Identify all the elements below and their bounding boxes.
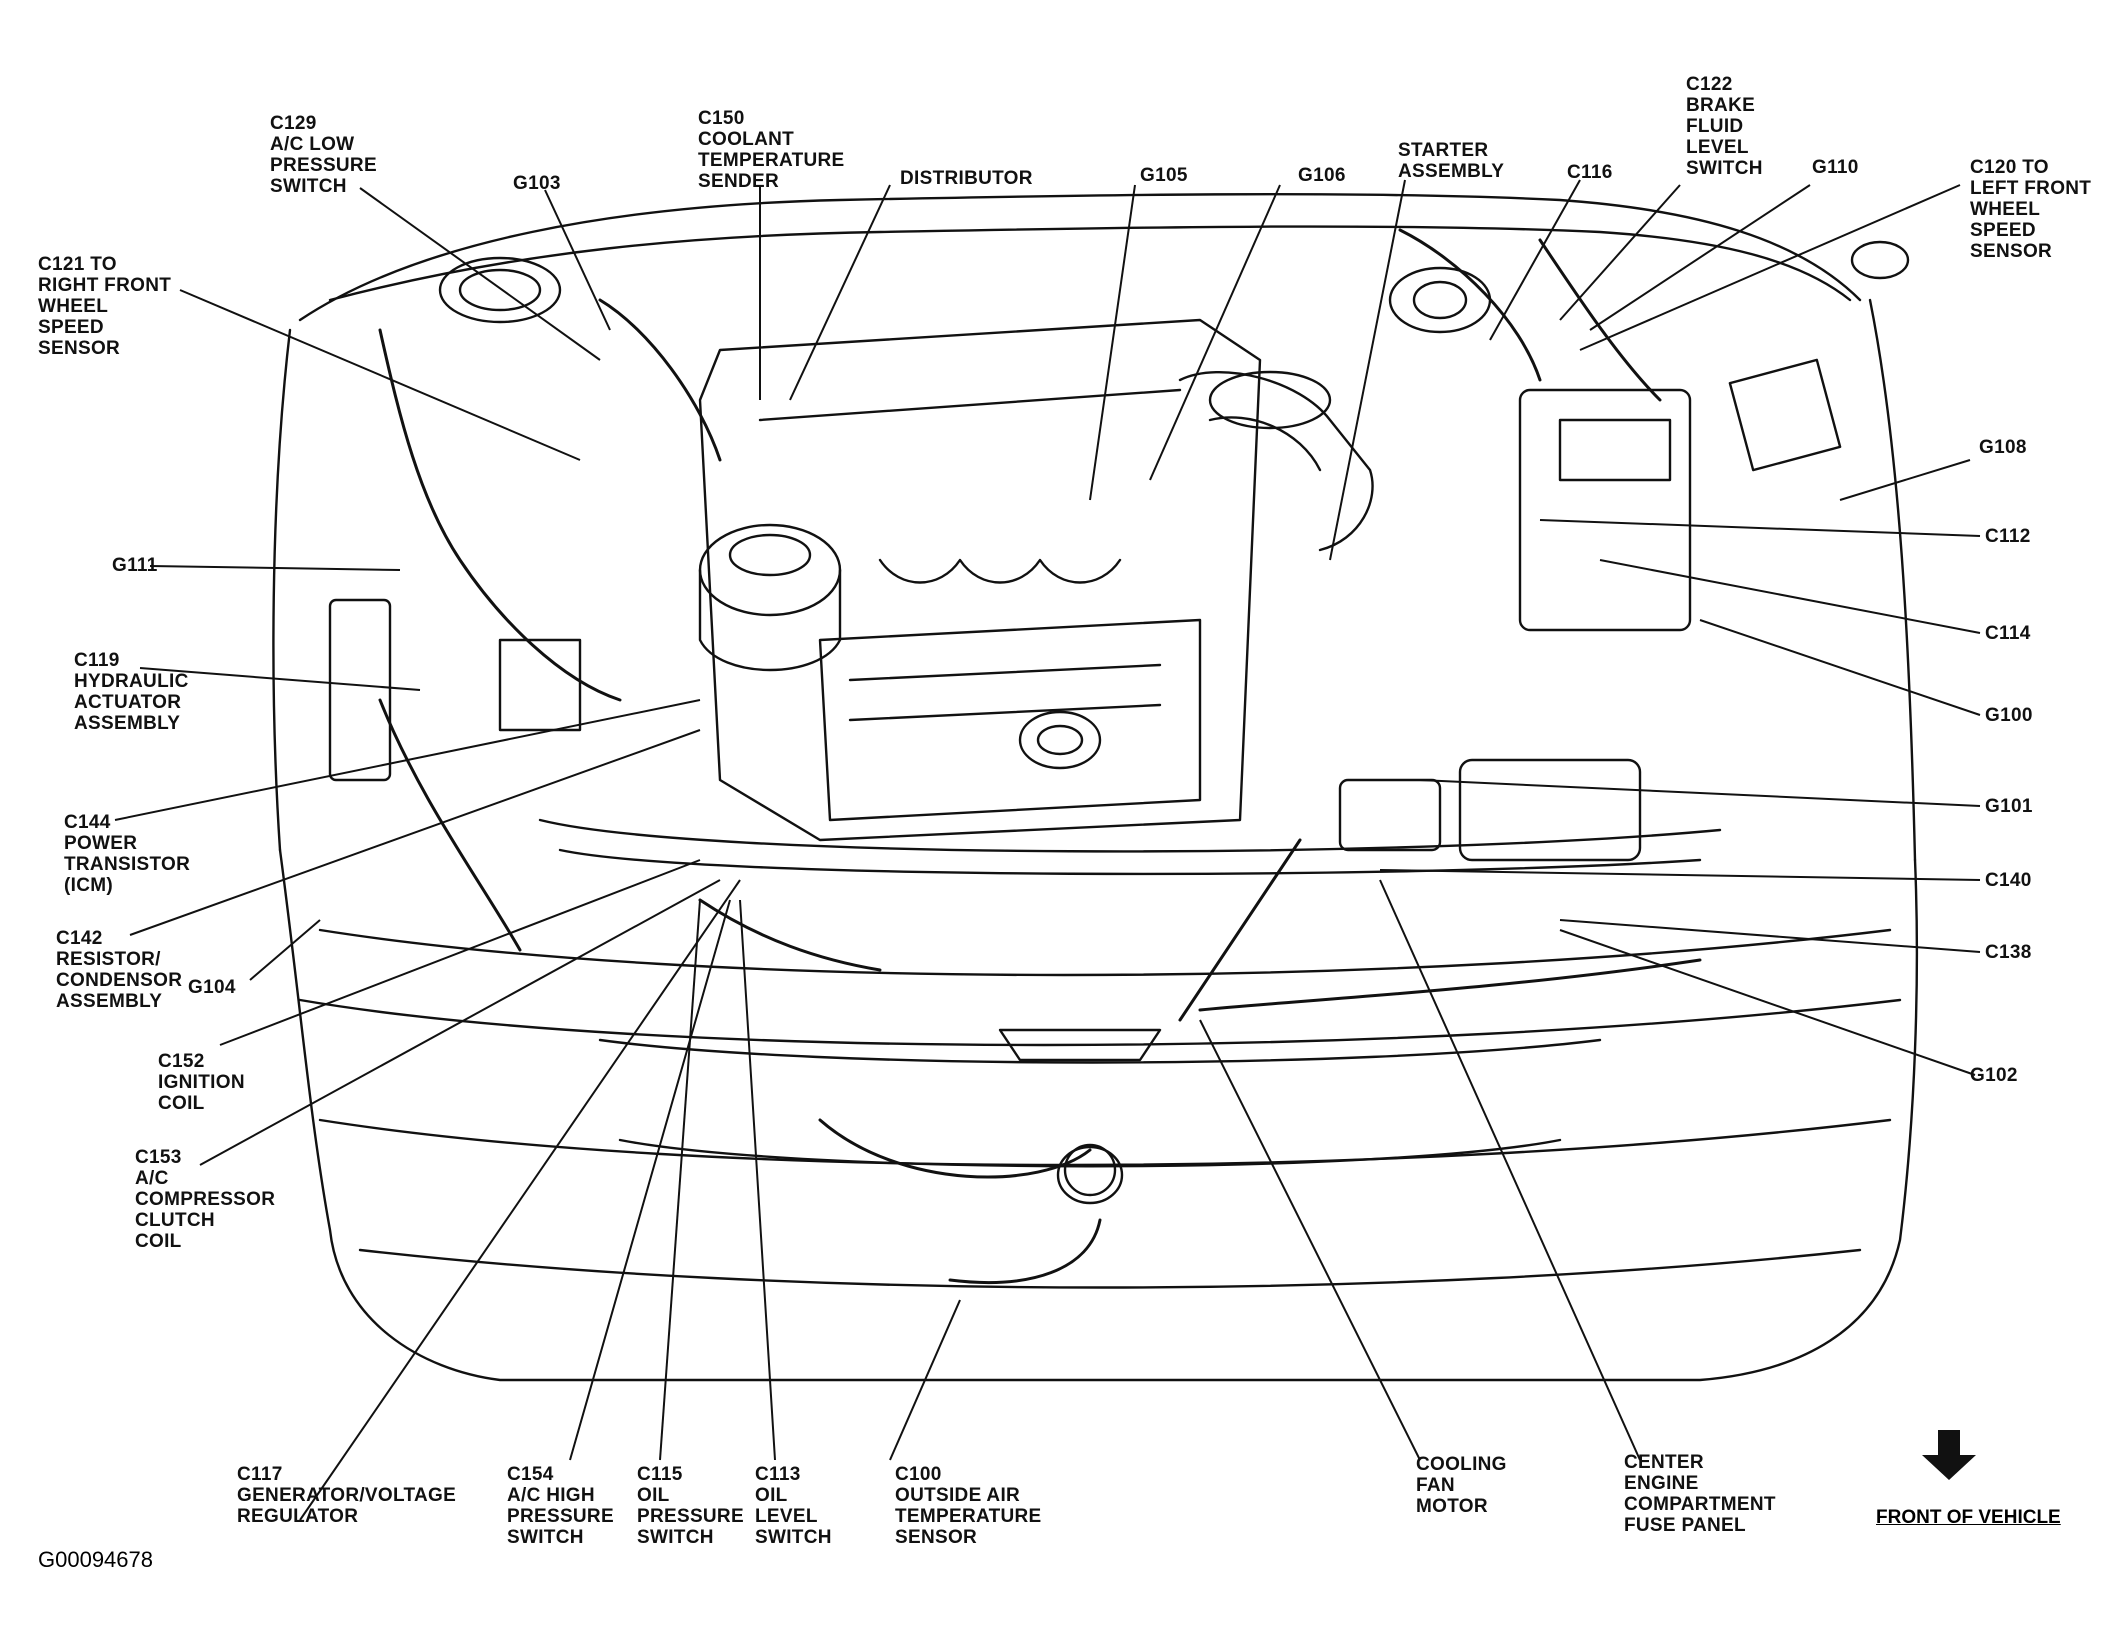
label-g106: G106 [1298, 165, 1346, 186]
label-c122: C122 BRAKE FLUID LEVEL SWITCH [1686, 74, 1763, 179]
label-distributor: DISTRIBUTOR [900, 168, 1033, 189]
label-c140: C140 [1985, 870, 2032, 891]
vehicle-body-outline [272, 193, 1919, 1382]
label-c112: C112 [1985, 526, 2031, 547]
leader-lines [114, 179, 1981, 1521]
label-g102: G102 [1970, 1065, 2018, 1086]
front-of-vehicle-label: FRONT OF VEHICLE [1876, 1507, 2061, 1528]
label-c121: C121 TO RIGHT FRONT WHEEL SPEED SENSOR [38, 254, 172, 359]
label-c120: C120 TO LEFT FRONT WHEEL SPEED SENSOR [1970, 157, 2092, 262]
label-c114: C114 [1985, 623, 2031, 644]
distributor-cap [698, 523, 842, 672]
label-c142: C142 RESISTOR/ CONDENSOR ASSEMBLY [56, 928, 183, 1012]
label-c116: C116 [1567, 162, 1613, 183]
strut-towers [438, 240, 1910, 334]
label-g101: G101 [1985, 796, 2033, 817]
label-g104: G104 [188, 977, 236, 998]
label-cooling-fan-motor: COOLING FAN MOTOR [1416, 1454, 1507, 1517]
label-g103: G103 [513, 173, 561, 194]
label-c150: C150 COOLANT TEMPERATURE SENDER [698, 108, 845, 192]
label-c117: C117 GENERATOR/VOLTAGE REGULATOR [237, 1464, 457, 1527]
label-c152: C152 IGNITION COIL [158, 1051, 245, 1114]
front-arrow [1922, 1430, 1976, 1480]
label-starter-assembly: STARTER ASSEMBLY [1398, 140, 1505, 182]
label-c119: C119 HYDRAULIC ACTUATOR ASSEMBLY [74, 650, 189, 734]
label-c113: C113 OIL LEVEL SWITCH [755, 1464, 832, 1548]
label-center-fuse-panel: CENTER ENGINE COMPARTMENT FUSE PANEL [1624, 1452, 1776, 1536]
front-emblem [1056, 1145, 1124, 1205]
engine-block [698, 318, 1262, 842]
label-g110: G110 [1812, 157, 1859, 178]
label-c100: C100 OUTSIDE AIR TEMPERATURE SENSOR [895, 1464, 1042, 1548]
label-g108: G108 [1979, 437, 2027, 458]
label-c154: C154 A/C HIGH PRESSURE SWITCH [507, 1464, 614, 1548]
label-c138: C138 [1985, 942, 2032, 963]
label-g105: G105 [1140, 165, 1188, 186]
label-c115: C115 OIL PRESSURE SWITCH [637, 1464, 744, 1548]
wiring-harnesses [378, 228, 1702, 1284]
label-g100: G100 [1985, 705, 2033, 726]
air-intake [1178, 370, 1374, 552]
label-c153: C153 A/C COMPRESSOR CLUTCH COIL [135, 1147, 276, 1252]
radiator [538, 818, 1722, 1197]
battery-and-boxes [328, 358, 1842, 862]
label-g111: G111 [112, 555, 158, 576]
label-c129: C129 A/C LOW PRESSURE SWITCH [270, 113, 377, 197]
figure-id: G00094678 [38, 1547, 153, 1572]
label-c144: C144 POWER TRANSISTOR (ICM) [64, 812, 191, 896]
